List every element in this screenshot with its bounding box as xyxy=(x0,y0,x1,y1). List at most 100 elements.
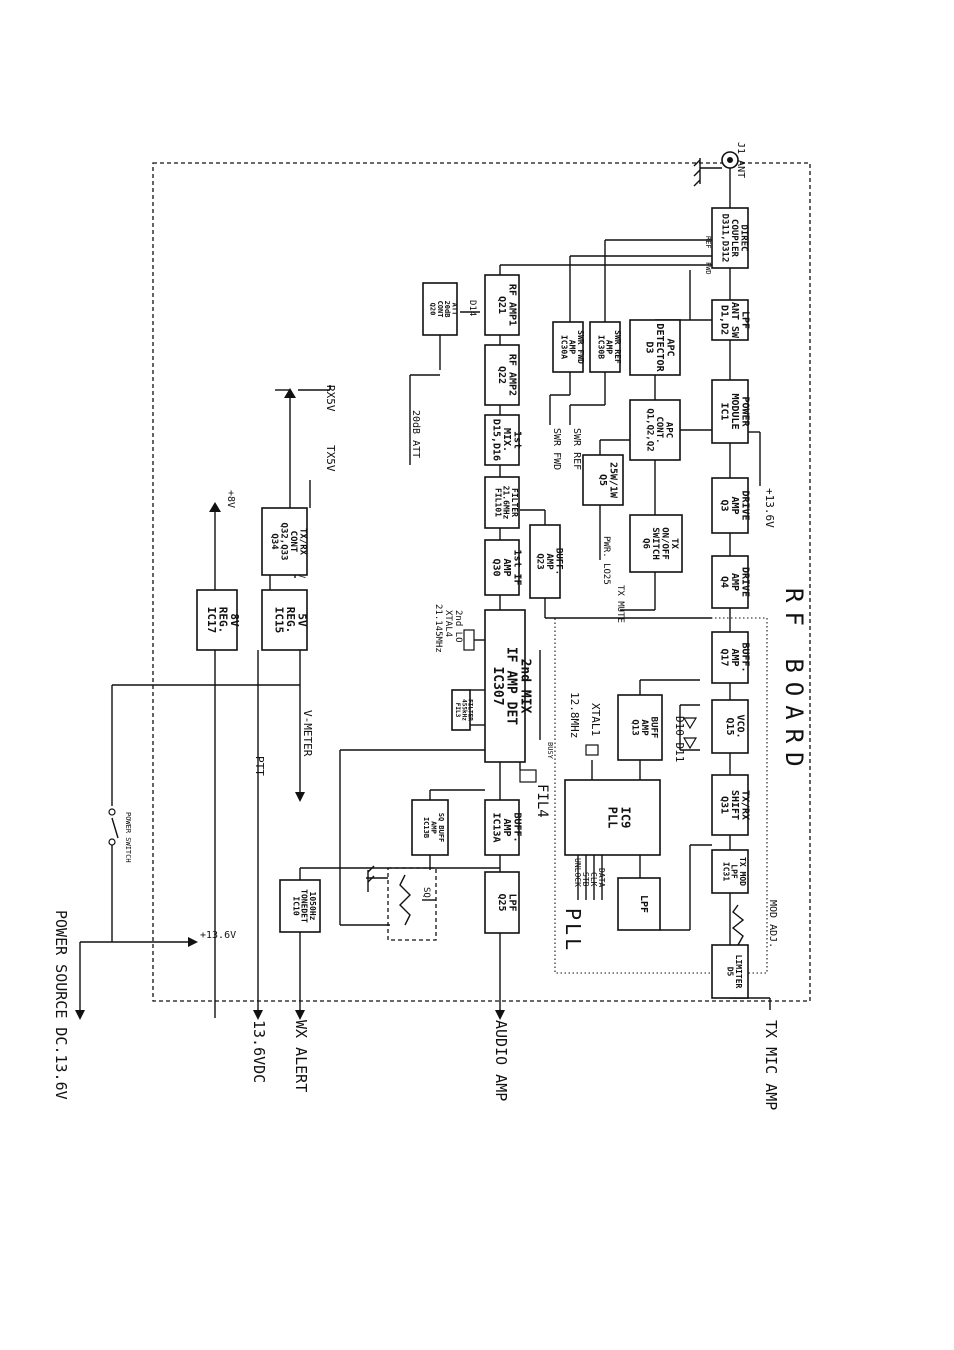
block-box-pwr-25w-1w xyxy=(582,454,624,506)
xtal4-crystal xyxy=(463,629,475,651)
block-label-swr-fwd-amp-0: SWR FWD xyxy=(576,330,585,364)
block-label-tx-onoff-switch-2: SWITCH xyxy=(650,527,660,560)
block-box-first-mix xyxy=(484,414,520,466)
block-label-tx-mod-lpf-2: IC31 xyxy=(721,862,730,881)
block-label-buff-amp-q13-1: AMP xyxy=(639,719,649,736)
rf-board-outline xyxy=(152,162,811,1002)
ground-symbol-audio xyxy=(366,865,388,892)
block-label-rf-amp1-0: RF AMP1 xyxy=(506,284,517,326)
label-swr-fwd: SWR FWD xyxy=(551,428,562,470)
block-label-lpf-ant-sw-2: D1,D2 xyxy=(719,305,730,335)
block-label-buff-amp-ic13a-1: AMP xyxy=(501,818,512,836)
label-rx5v: RX5V xyxy=(324,385,337,412)
block-label-filter-21m-2: FIL101 xyxy=(493,488,502,517)
block-box-first-if-amp xyxy=(484,539,520,596)
block-label-vco-q15-0: VCO. xyxy=(734,714,745,738)
block-label-filter-21m-0: FILTER xyxy=(510,488,519,517)
block-box-reg-5v xyxy=(261,589,308,651)
block-box-tx-onoff-switch xyxy=(629,514,683,573)
io-wx-alert: WX ALERT xyxy=(292,1020,310,1092)
block-label-txrx-shift-q31-0: TX/RX xyxy=(740,790,751,820)
label-ptt: PTT xyxy=(253,756,266,776)
pll-signal-unlock: UNLOCK xyxy=(573,858,582,887)
block-label-first-if-amp-0: 1st IF xyxy=(512,549,523,585)
antenna-label: J1 ANT xyxy=(735,142,746,178)
block-label-tone-det-ic10-2: IC10 xyxy=(291,896,300,915)
label-power-switch: POWER SWITCH xyxy=(124,812,132,863)
label-tx5v: TX5V xyxy=(324,445,337,472)
label-pwr-lo: PWR. LO25 xyxy=(601,536,611,585)
block-label-first-if-amp-1: AMP xyxy=(501,558,512,576)
block-label-drive-amp-q3-1: AMP xyxy=(729,496,740,514)
block-label-power-module-2: IC1 xyxy=(719,402,730,420)
block-box-limiter-d5 xyxy=(711,944,749,999)
label-tx-mute: TX MUTE xyxy=(615,585,625,623)
block-label-tone-det-ic10-0: 1050Hz xyxy=(308,892,317,921)
block-label-reg-8v-0: 8V xyxy=(228,613,241,627)
block-box-drive-amp-q4 xyxy=(711,555,749,609)
block-label-lpf-q25-1: Q25 xyxy=(496,893,507,911)
block-label-apc-detector-1: DETECTOR xyxy=(654,323,665,372)
block-box-reg-8v xyxy=(196,589,238,651)
block-label-first-mix-1: MIX. xyxy=(501,428,512,452)
block-label-swr-ref-amp-0: SWR REF xyxy=(613,330,622,364)
block-box-buff-amp-q13 xyxy=(617,694,663,761)
block-label-apc-detector-0: APC xyxy=(665,338,676,356)
block-label-drive-amp-q4-2: Q4 xyxy=(719,576,730,588)
label-plus13v-tx: +13.6V xyxy=(763,488,776,528)
block-label-buff-amp-q17-1: AMP xyxy=(729,648,740,666)
block-label-filter-21m-1: 21.6MHz xyxy=(502,486,511,520)
block-label-buff-amp-q23-0: BUFF. xyxy=(553,548,563,575)
label-lo2: 2nd LO xyxy=(453,610,463,643)
block-label-sq-buff-ic13b-2: IC13B xyxy=(422,817,430,838)
block-label-pll-ic9-0: IC9 xyxy=(618,807,632,829)
label-xtal1: XTAL1 xyxy=(589,703,602,736)
block-box-txrx-cont xyxy=(261,507,308,576)
block-label-tx-onoff-switch-3: Q6 xyxy=(641,538,651,549)
block-label-dir-coupler-1: COUPLER xyxy=(729,219,739,258)
label-d10-d11: D10 D11 xyxy=(673,716,686,762)
block-label-att-q20-0: ATT xyxy=(451,303,459,316)
block-label-pll-lpf-0: LPF xyxy=(638,895,649,913)
block-label-swr-ref-amp-1: AMP xyxy=(605,340,614,355)
block-label-ic307-1: IF AMP DET xyxy=(504,647,519,725)
label-sq: SQ xyxy=(421,887,431,898)
block-label-swr-ref-amp-2: IC30B xyxy=(596,335,605,359)
block-box-tx-mod-lpf xyxy=(711,849,749,894)
pll-signal-clk: CLK xyxy=(589,872,598,887)
block-label-ic307-0: 2nd MIX xyxy=(517,659,532,714)
block-box-apc-cont xyxy=(629,399,681,461)
ground-symbol-antenna xyxy=(693,158,722,187)
io-audio-amp: AUDIO AMP xyxy=(492,1020,510,1101)
block-box-dir-coupler xyxy=(711,207,749,269)
block-box-rf-amp2 xyxy=(484,344,520,406)
block-label-buff-amp-q23-2: Q23 xyxy=(534,553,544,569)
block-box-buff-amp-ic13a xyxy=(484,799,520,856)
block-label-txrx-shift-q31-2: Q31 xyxy=(719,796,730,814)
block-label-drive-amp-q4-0: DRIVE xyxy=(740,567,751,597)
diode-d11 xyxy=(682,737,698,750)
pll-signal-data: DATA xyxy=(597,868,606,887)
block-label-fil3-1: 455kHz xyxy=(460,699,467,721)
block-box-swr-ref-amp xyxy=(589,321,621,373)
block-label-sq-buff-ic13b-1: AMP xyxy=(430,821,438,834)
block-box-swr-fwd-amp xyxy=(552,321,584,373)
block-label-fil3-0: FILTER xyxy=(467,699,474,721)
block-label-reg-5v-2: IC15 xyxy=(272,607,285,634)
block-label-buff-amp-ic13a-2: IC13A xyxy=(491,812,502,842)
block-pll-lpf: LPF xyxy=(617,877,661,931)
